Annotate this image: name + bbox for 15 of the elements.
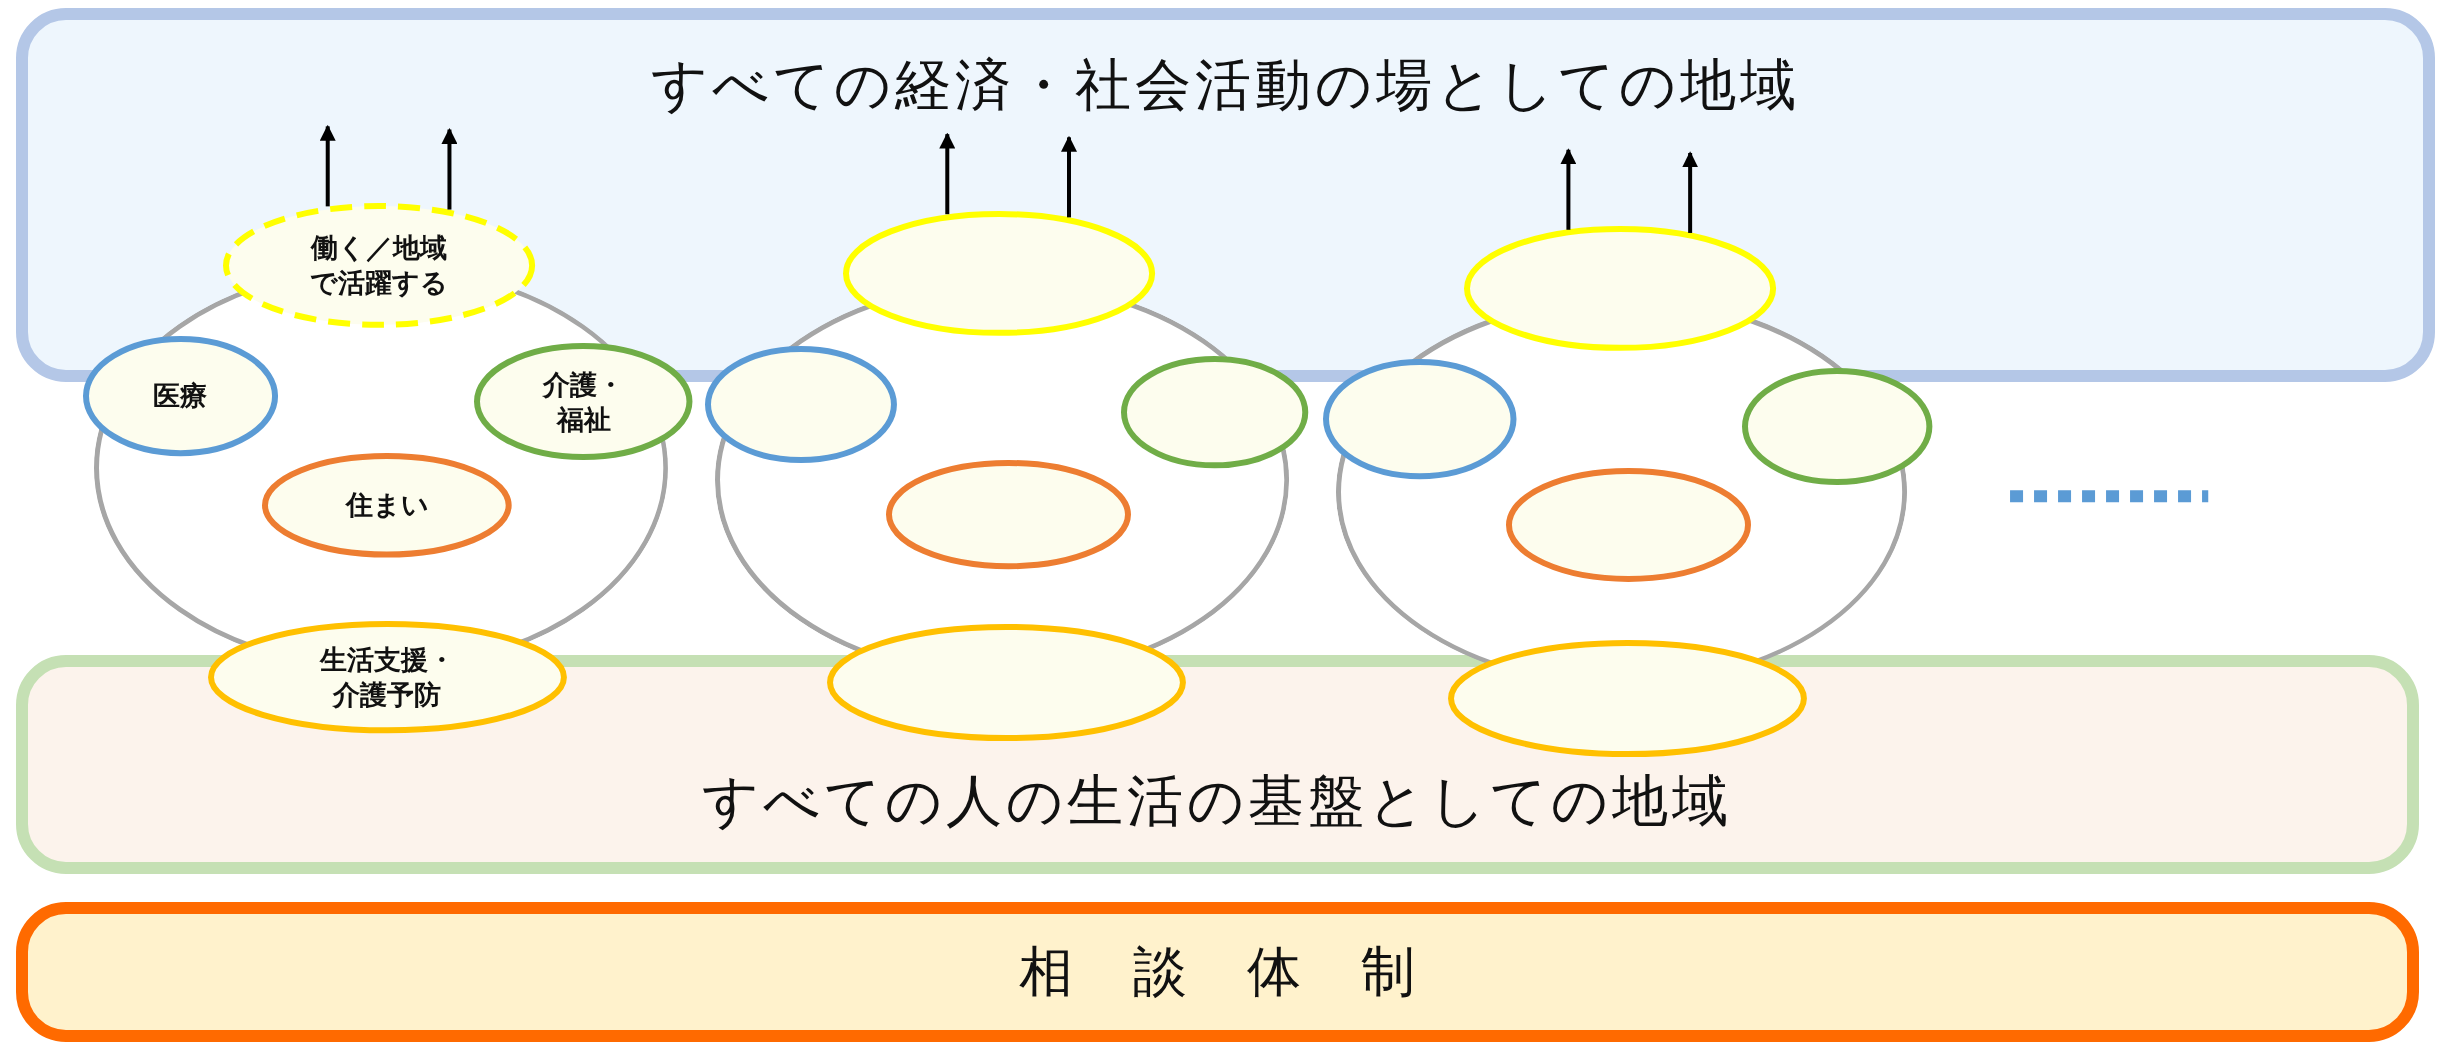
arrow	[319, 124, 336, 207]
ellipse-label: 働く／地域で活躍する	[309, 231, 450, 301]
arrow	[1061, 135, 1077, 218]
arrow	[939, 132, 956, 215]
ellipse-label: 生活支援・介護予防	[318, 643, 456, 713]
band-title: 相談体制	[1019, 938, 1476, 1005]
arrow	[441, 127, 458, 210]
band-title: すべての人の生活の基盤としての地域	[702, 766, 1733, 835]
ellipse-label: 介護・福祉	[541, 367, 626, 437]
arrow	[1682, 151, 1699, 233]
ellipse-label: 医療	[152, 379, 209, 414]
band-title: すべての経済・社会活動の場としての地域	[650, 50, 1800, 119]
ellipse-label: 住まい	[344, 488, 430, 523]
band-panel	[15, 902, 2419, 1043]
arrow	[1560, 148, 1577, 230]
